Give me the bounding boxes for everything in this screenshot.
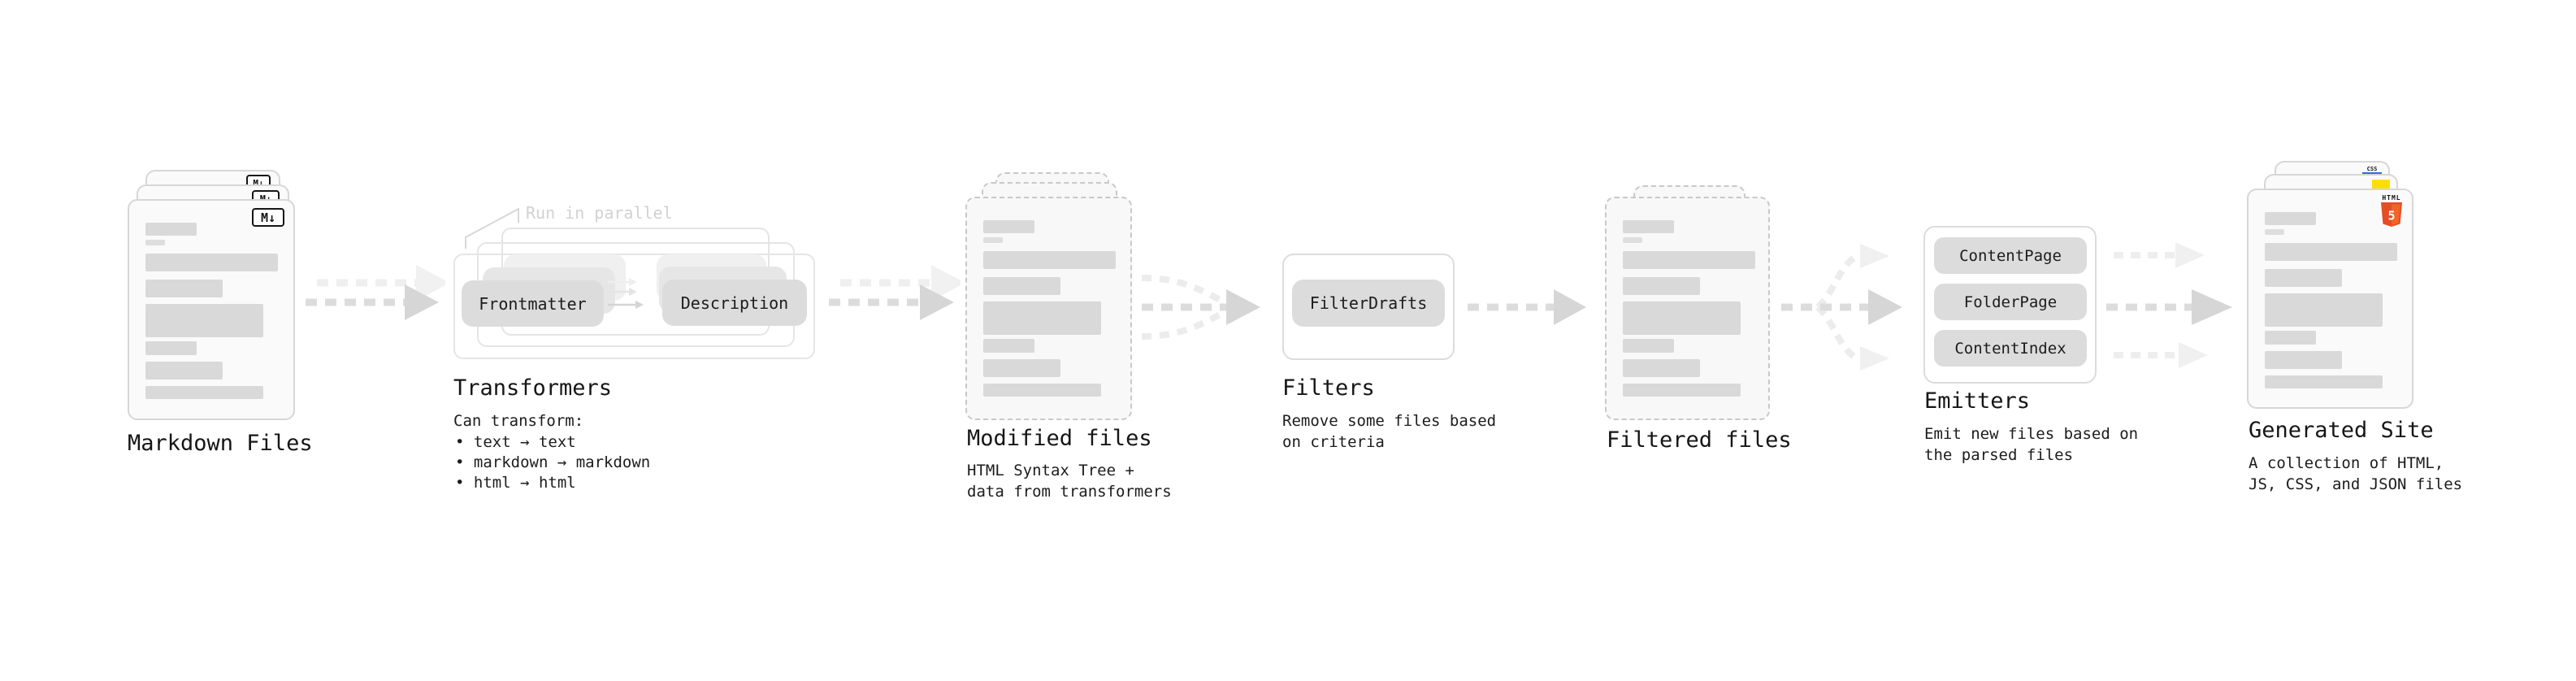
html5-icon: HTML 5 bbox=[2381, 194, 2402, 230]
arrow-filtered-to-emitters-icon bbox=[1781, 244, 1902, 371]
modified-file-card-front bbox=[965, 197, 1132, 420]
bullet-item: • html → html bbox=[455, 474, 576, 492]
stage-title-modified-files: Modified files bbox=[967, 426, 1152, 451]
arrow-markdown-to-transformers-icon bbox=[306, 265, 445, 320]
stage-title-emitters: Emitters bbox=[1924, 388, 2031, 414]
arrow-emitters-to-site-icon bbox=[2106, 242, 2232, 368]
stage-title-filters: Filters bbox=[1282, 375, 1375, 401]
doc-content-placeholder bbox=[983, 220, 1116, 397]
filtered-file-card-front bbox=[1605, 197, 1770, 420]
bullet-item: • text → text bbox=[455, 433, 576, 451]
contentpage-pill: ContentPage bbox=[1934, 237, 2087, 274]
transformers-caption: Can transform: bbox=[453, 412, 584, 430]
arrow-filters-to-filtered-icon bbox=[1468, 289, 1586, 325]
doc-content-placeholder bbox=[1623, 220, 1755, 397]
filters-caption: Remove some files based on criteria bbox=[1282, 412, 1497, 451]
svg-text:5: 5 bbox=[2387, 209, 2395, 223]
bullet-item: • markdown → markdown bbox=[455, 453, 651, 471]
run-in-parallel-note: Run in parallel bbox=[526, 203, 673, 223]
css-icon: CSS bbox=[2362, 166, 2382, 175]
parallel-leader-line bbox=[465, 207, 519, 249]
emitters-caption: Emit new files based on the parsed files bbox=[1924, 425, 2139, 464]
filterdrafts-pill: FilterDrafts bbox=[1292, 280, 1445, 327]
frontmatter-pill: Frontmatter bbox=[462, 280, 604, 327]
modified-files-caption: HTML Syntax Tree + data from transformer… bbox=[967, 462, 1172, 501]
generated-site-caption: A collection of HTML, JS, CSS, and JSON … bbox=[2249, 454, 2463, 493]
stage-title-markdown-files: Markdown Files bbox=[128, 431, 313, 456]
transformers-bullet-list: • text → text • markdown → markdown • ht… bbox=[455, 432, 650, 493]
description-pill: Description bbox=[662, 280, 807, 326]
contentindex-pill: ContentIndex bbox=[1934, 330, 2087, 367]
markdown-icon: M↓ bbox=[252, 208, 284, 227]
doc-content-placeholder bbox=[145, 223, 278, 399]
site-file-card-front: HTML 5 bbox=[2247, 189, 2413, 409]
stage-title-transformers: Transformers bbox=[453, 375, 613, 401]
arrow-transformers-to-modified-icon bbox=[829, 265, 961, 320]
stage-title-generated-site: Generated Site bbox=[2249, 418, 2434, 443]
stage-title-filtered-files: Filtered files bbox=[1607, 427, 1792, 453]
html5-shield-icon: 5 bbox=[2381, 202, 2402, 227]
folderpage-pill: FolderPage bbox=[1934, 284, 2087, 320]
arrow-modified-to-filters-icon bbox=[1141, 275, 1260, 340]
pill-flow-arrows-icon bbox=[608, 278, 644, 309]
transformer-frame-front bbox=[453, 254, 815, 359]
markdown-file-card-front: M↓ bbox=[128, 199, 295, 420]
doc-content-placeholder bbox=[2265, 212, 2397, 388]
js-icon bbox=[2372, 180, 2390, 189]
